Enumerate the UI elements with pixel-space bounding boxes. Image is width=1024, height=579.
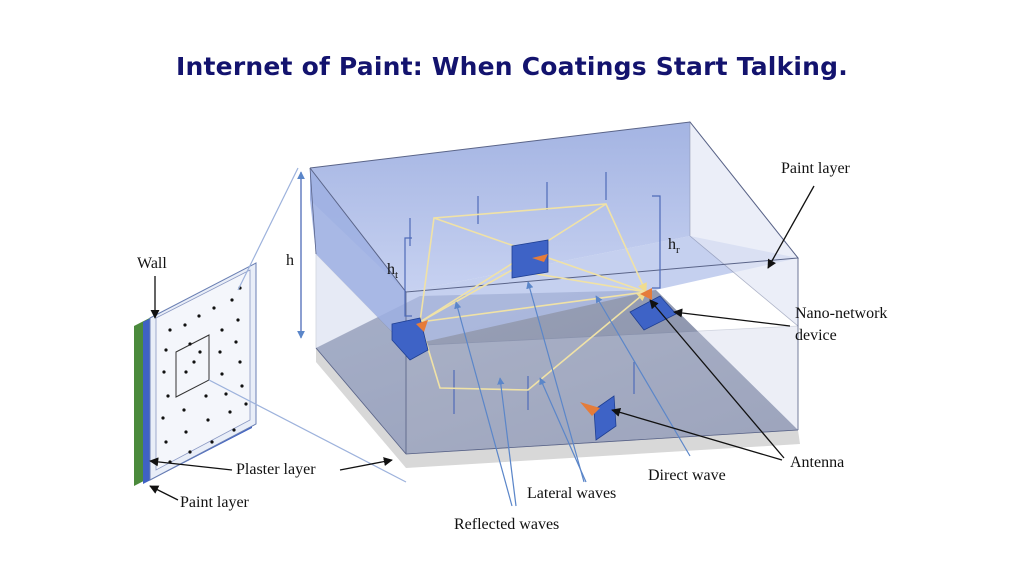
box-left (310, 168, 406, 346)
zoom-line-top (237, 167, 299, 291)
plaster-pointer (149, 457, 233, 471)
direct-wave (419, 291, 647, 323)
paint-box (309, 120, 800, 468)
lateral-pointer-1 (526, 281, 585, 483)
nano-device-floor (580, 395, 617, 441)
antenna-pointer-1 (649, 299, 785, 459)
paint-layer-right-label: Paint layer (781, 160, 850, 177)
plaster-layer-label: Plaster layer (236, 461, 316, 478)
reflected-pointer-2 (497, 377, 517, 507)
lateral-waves-label: Lateral waves (527, 485, 617, 502)
label-pointers (149, 185, 815, 501)
reflected-waves-label: Reflected waves (454, 516, 560, 533)
paint-right-pointer (767, 185, 815, 269)
diagram-title: Internet of Paint: When Coatings Start T… (176, 52, 848, 81)
nano-device-label-line2: device (795, 327, 837, 344)
plaster-inner (155, 269, 251, 471)
reflected-pointer-1 (454, 301, 513, 507)
hr-bracket (652, 195, 661, 289)
box-back (406, 236, 798, 346)
paint-layer-left-label: Paint layer (180, 494, 249, 511)
nano-device-top (511, 239, 549, 279)
antenna-pointer-2 (611, 407, 783, 461)
wall-panel (134, 262, 257, 486)
ht-label: ht (387, 261, 399, 281)
nano-pointer (673, 308, 791, 327)
paint-particles (161, 286, 248, 464)
direct-wave-label: Direct wave (648, 467, 726, 484)
direct-pointer (595, 295, 691, 457)
plaster-right-pointer (339, 457, 393, 471)
lateral-pointer-2 (539, 377, 587, 483)
pointer-lines (454, 281, 691, 507)
paint-left-pointer (149, 485, 179, 501)
h-label: h (286, 252, 294, 269)
reflected-wave-upper (419, 203, 647, 323)
box-front-right (689, 120, 799, 327)
nano-device-left (391, 317, 429, 361)
ht-bracket (404, 237, 412, 317)
nano-device-label-line1: Nano-network (795, 305, 888, 322)
zoom-line-bottom (208, 379, 407, 483)
layer-dash-markers (409, 172, 635, 414)
hr-label: hr (668, 236, 680, 256)
reflected-wave-lower (419, 291, 647, 391)
antenna-label: Antenna (790, 454, 845, 471)
wall-label: Wall (137, 255, 167, 272)
